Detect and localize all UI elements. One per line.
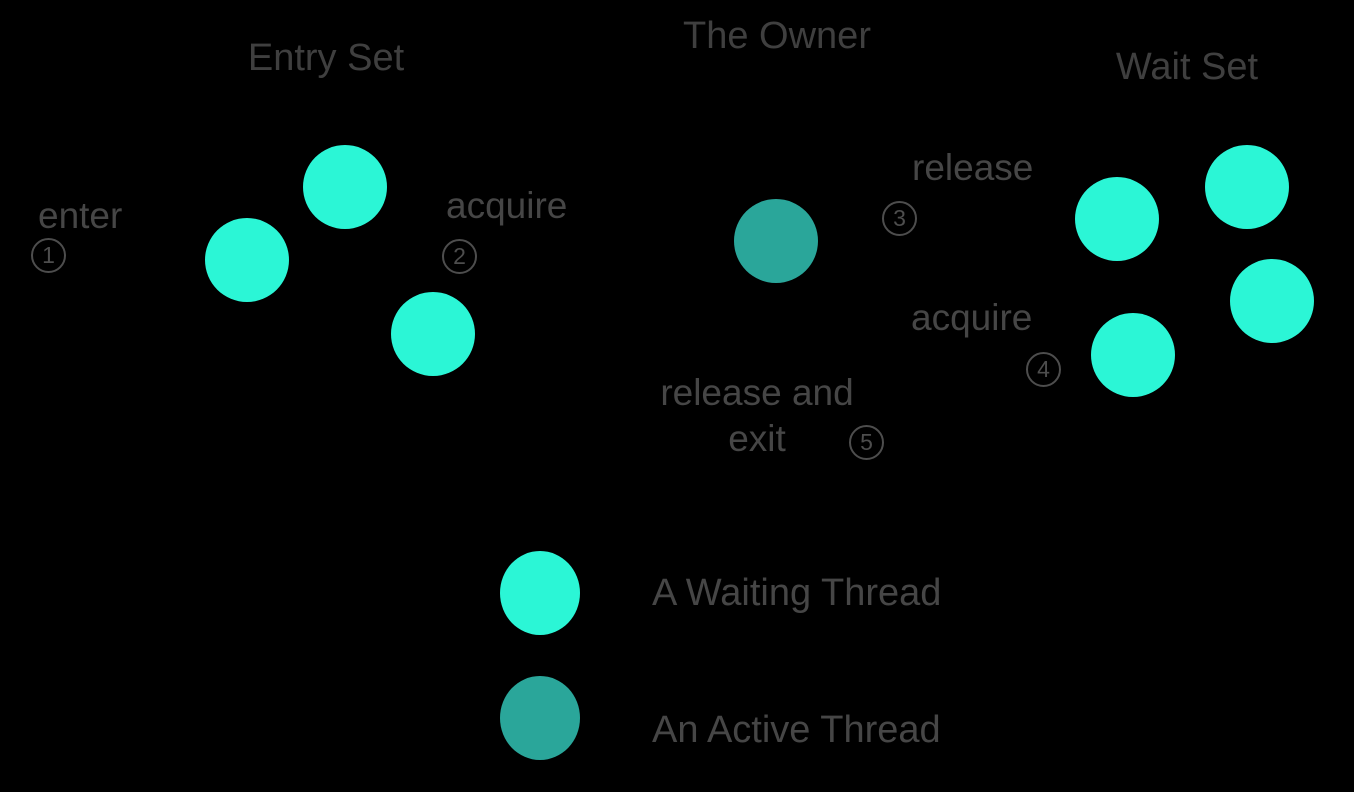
acquire-entry-label: acquire [446, 185, 568, 226]
step-5-badge: 5 [849, 425, 884, 460]
enter-label: enter [38, 195, 123, 236]
release-exit-label: release and exit [627, 370, 887, 462]
wait-set-thread-circle [1205, 145, 1289, 229]
release-exit-line2: exit [728, 418, 786, 459]
step-4-badge: 4 [1026, 352, 1061, 387]
entry-set-thread-circle [303, 145, 387, 229]
acquire-wait-label: acquire [911, 297, 1033, 338]
wait-set-thread-circle [1075, 177, 1159, 261]
release-exit-line1: release and [660, 372, 854, 413]
wait-set-title: Wait Set [1115, 46, 1259, 88]
wait-set-thread-circle [1230, 259, 1314, 343]
wait-set-thread-circle [1091, 313, 1175, 397]
release-label: release [912, 147, 1034, 188]
legend-active-circle [500, 676, 580, 760]
legend-waiting-label: A Waiting Thread [652, 572, 942, 614]
legend-waiting-circle [500, 551, 580, 635]
entry-set-thread-circle [205, 218, 289, 302]
step-1-badge: 1 [31, 238, 66, 273]
step-3-badge: 3 [882, 201, 917, 236]
entry-set-title: Entry Set [247, 37, 405, 79]
owner-title: The Owner [683, 15, 871, 57]
legend-active-label: An Active Thread [652, 709, 941, 751]
owner-thread-circle [734, 199, 818, 283]
entry-set-thread-circle [391, 292, 475, 376]
step-2-badge: 2 [442, 239, 477, 274]
